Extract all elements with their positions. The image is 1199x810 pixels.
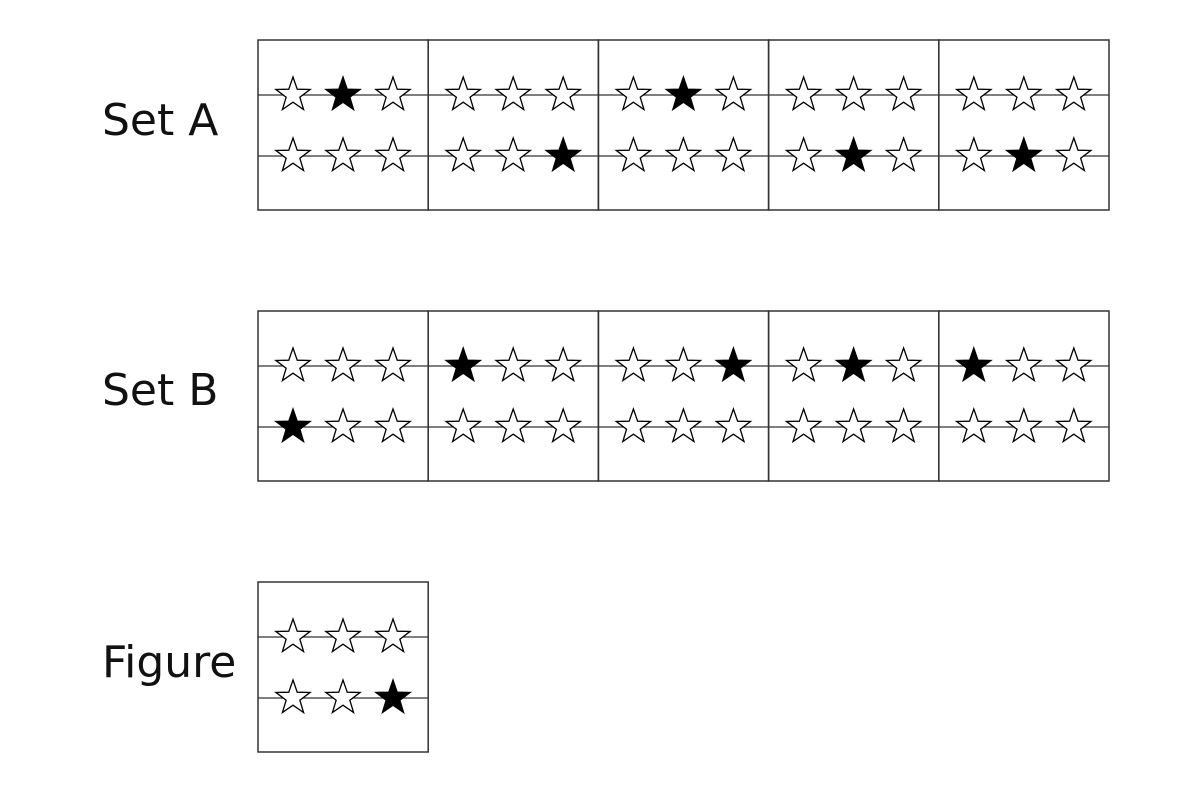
cell-border — [257, 310, 429, 482]
empty-star-icon — [784, 136, 823, 173]
filled-star-icon — [323, 75, 363, 112]
empty-star-icon — [884, 346, 923, 383]
empty-star-icon — [494, 407, 533, 444]
cell-5 — [938, 39, 1110, 211]
empty-star-icon — [544, 407, 583, 444]
empty-star-icon — [834, 75, 873, 112]
empty-star-icon — [273, 617, 313, 654]
cell-1 — [257, 581, 429, 753]
empty-star-icon — [1004, 75, 1043, 112]
empty-star-icon — [784, 346, 823, 383]
cell-3 — [597, 310, 770, 482]
cell-border — [767, 39, 940, 211]
cell-border — [427, 39, 600, 211]
filled-star-icon — [664, 75, 703, 112]
empty-star-icon — [444, 75, 483, 112]
cell-border — [257, 39, 429, 211]
cell-4 — [767, 310, 940, 482]
set-a-label: Set A — [102, 95, 218, 146]
empty-star-icon — [444, 136, 483, 173]
empty-star-icon — [494, 136, 533, 173]
filled-star-icon — [834, 136, 873, 173]
empty-star-icon — [1054, 346, 1093, 383]
empty-star-icon — [954, 407, 993, 444]
empty-star-icon — [323, 678, 363, 715]
empty-star-icon — [714, 407, 753, 444]
empty-star-icon — [784, 75, 823, 112]
empty-star-icon — [544, 75, 583, 112]
cell-1 — [257, 310, 429, 482]
cell-2 — [427, 39, 600, 211]
empty-star-icon — [373, 407, 413, 444]
empty-star-icon — [444, 407, 483, 444]
empty-star-icon — [714, 136, 753, 173]
filled-star-icon — [1004, 136, 1043, 173]
empty-star-icon — [884, 136, 923, 173]
empty-star-icon — [1054, 407, 1093, 444]
filled-star-icon — [834, 346, 873, 383]
empty-star-icon — [834, 407, 873, 444]
empty-star-icon — [614, 346, 653, 383]
filled-star-icon — [954, 346, 993, 383]
empty-star-icon — [373, 346, 413, 383]
filled-star-icon — [373, 678, 413, 715]
cell-2 — [427, 310, 600, 482]
empty-star-icon — [273, 136, 313, 173]
empty-star-icon — [614, 75, 653, 112]
empty-star-icon — [1054, 136, 1093, 173]
empty-star-icon — [373, 617, 413, 654]
set-b-group: Set B — [102, 310, 1110, 482]
empty-star-icon — [884, 75, 923, 112]
empty-star-icon — [323, 136, 363, 173]
empty-star-icon — [373, 136, 413, 173]
cell-border — [938, 39, 1110, 211]
empty-star-icon — [884, 407, 923, 444]
empty-star-icon — [614, 407, 653, 444]
empty-star-icon — [664, 136, 703, 173]
figure-group: Figure — [102, 581, 429, 753]
set-a-group: Set A — [102, 39, 1110, 211]
empty-star-icon — [494, 346, 533, 383]
cell-4 — [767, 39, 940, 211]
filled-star-icon — [544, 136, 583, 173]
empty-star-icon — [323, 346, 363, 383]
cell-border — [938, 310, 1110, 482]
empty-star-icon — [273, 346, 313, 383]
cell-3 — [597, 39, 770, 211]
cell-border — [597, 39, 770, 211]
empty-star-icon — [544, 346, 583, 383]
empty-star-icon — [1004, 346, 1043, 383]
empty-star-icon — [784, 407, 823, 444]
filled-star-icon — [444, 346, 483, 383]
empty-star-icon — [494, 75, 533, 112]
empty-star-icon — [1054, 75, 1093, 112]
cell-border — [767, 310, 940, 482]
cell-1 — [257, 39, 429, 211]
empty-star-icon — [323, 617, 363, 654]
empty-star-icon — [664, 346, 703, 383]
empty-star-icon — [664, 407, 703, 444]
empty-star-icon — [1004, 407, 1043, 444]
empty-star-icon — [954, 75, 993, 112]
figure-label: Figure — [102, 637, 236, 688]
cell-border — [427, 310, 600, 482]
cell-5 — [938, 310, 1110, 482]
empty-star-icon — [954, 136, 993, 173]
empty-star-icon — [373, 75, 413, 112]
empty-star-icon — [614, 136, 653, 173]
empty-star-icon — [323, 407, 363, 444]
cell-border — [257, 581, 429, 753]
cell-border — [597, 310, 770, 482]
empty-star-icon — [273, 678, 313, 715]
filled-star-icon — [273, 407, 313, 444]
empty-star-icon — [714, 75, 753, 112]
empty-star-icon — [273, 75, 313, 112]
filled-star-icon — [714, 346, 753, 383]
set-b-label: Set B — [102, 365, 218, 416]
